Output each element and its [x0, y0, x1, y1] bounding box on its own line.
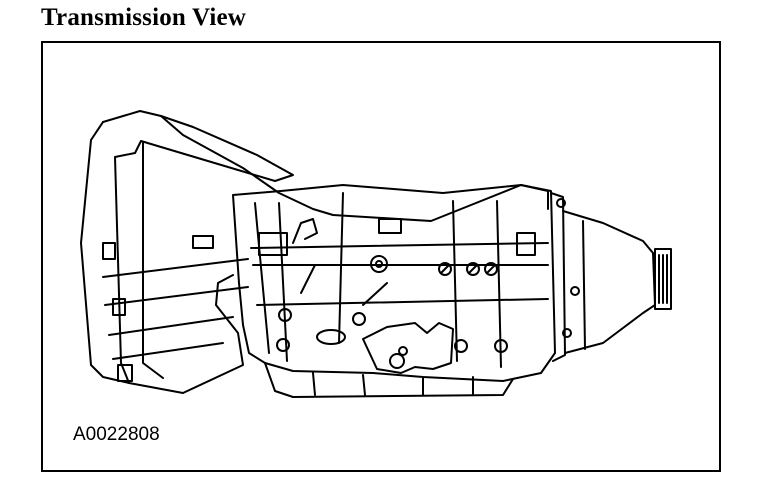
bell-housing-inner-edge: [142, 142, 164, 379]
bell-housing-tab: [112, 298, 126, 316]
case-seam: [256, 298, 549, 306]
case-bolt: [454, 339, 468, 353]
bell-housing-outline: [102, 110, 294, 394]
case-bolt: [276, 338, 290, 352]
case-boss: [258, 232, 288, 256]
bell-housing-tab: [102, 242, 116, 260]
illustration-frame: A0022808: [41, 41, 721, 472]
valve-body: [362, 322, 454, 374]
figure-id-label: A0022808: [73, 424, 160, 445]
page-title: Transmission View: [41, 4, 247, 31]
tail-housing-bolt: [570, 286, 580, 296]
case-bolt: [398, 346, 408, 356]
tail-housing-seam: [582, 220, 586, 350]
case-bolt: [389, 353, 405, 369]
oil-pan-rib: [312, 372, 316, 396]
bell-housing-rib: [112, 342, 224, 360]
case-bolt: [466, 262, 480, 276]
extension-housing: [550, 192, 566, 362]
case-bolt: [438, 262, 452, 276]
linkage: [362, 282, 388, 306]
case-bolt: [375, 260, 383, 268]
main-case-outline: [232, 184, 556, 382]
bell-housing-rib: [102, 258, 249, 278]
dipstick-tube: [292, 218, 318, 244]
case-rib: [254, 202, 270, 354]
bell-housing-tab: [117, 364, 133, 382]
oil-pan-rib: [362, 374, 366, 396]
case-bolt: [278, 308, 292, 322]
case-bolt: [352, 312, 366, 326]
case-bolt: [484, 262, 498, 276]
case-seam: [250, 242, 549, 249]
case-bolt: [370, 255, 388, 273]
bell-housing-rib: [104, 286, 249, 306]
transmission-illustration: [80, 110, 672, 398]
linkage: [300, 264, 316, 294]
bell-housing-rib-upper: [80, 121, 130, 384]
case-boss: [378, 218, 402, 234]
oil-pan: [264, 362, 514, 398]
bell-housing-rib: [108, 316, 234, 336]
case-rib: [338, 192, 344, 344]
valve-body-port: [316, 329, 346, 345]
case-rib: [452, 200, 458, 362]
bell-housing-rear-edge: [160, 115, 549, 222]
tail-housing: [562, 210, 656, 354]
tail-housing-bolt: [556, 198, 566, 208]
output-shaft-flange: [654, 248, 672, 310]
case-boss: [516, 232, 536, 256]
bell-housing-tab: [192, 235, 214, 249]
tail-housing-bolt: [562, 328, 572, 338]
case-bolt: [494, 339, 508, 353]
case-rib: [278, 202, 288, 362]
